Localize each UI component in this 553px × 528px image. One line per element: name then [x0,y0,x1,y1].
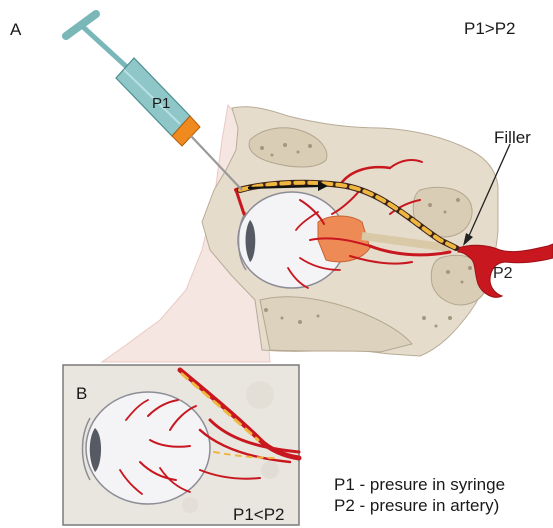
panel-a-condition: P1>P2 [464,20,516,37]
legend-line-p2: P2 - presure in artery) [334,497,499,514]
artery-label: P2 [493,266,513,282]
legend-line-p1: P1 - presure in syringe [334,476,505,493]
filler-label: Filler [494,129,531,146]
panel-a-label: A [10,21,21,38]
syringe-label: P1 [152,96,170,111]
panel-b-condition: P1<P2 [233,506,285,523]
panel-b-label: B [76,385,87,402]
